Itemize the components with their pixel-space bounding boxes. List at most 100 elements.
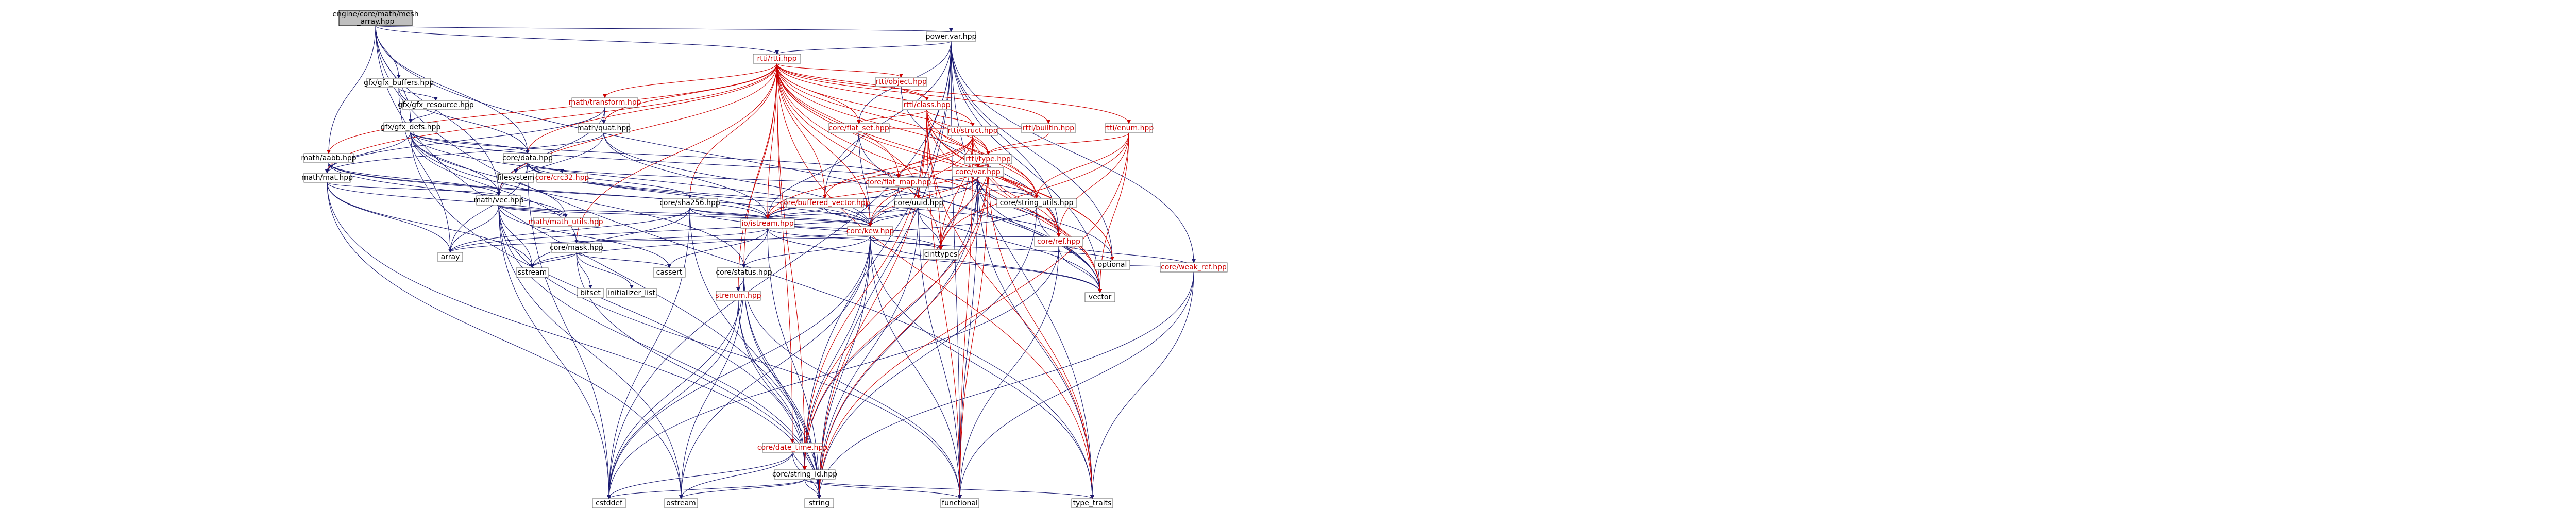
node-rtti-label: rtti/rtti.hpp xyxy=(757,55,796,63)
edge-coreuuid-to-corekew xyxy=(868,207,919,227)
edge-ioistream-to-string xyxy=(767,228,821,499)
node-mathvec: math/vec.hpp xyxy=(474,195,524,206)
node-typetraits-box xyxy=(1071,498,1113,508)
node-rttitype[interactable]: rtti/type.hpp xyxy=(964,154,1012,164)
edge-coresha256-to-sstream xyxy=(530,207,690,268)
edge-rtti-to-coreioutils xyxy=(776,63,1039,199)
edge-gfxbuffers-to-gfxresource xyxy=(398,87,438,101)
edge-mathmat-to-mathutils xyxy=(327,182,568,218)
node-rttistruct-label: rtti/struct.hpp xyxy=(947,127,997,135)
node-root-box xyxy=(338,10,413,26)
edge-rttistruct-to-coreioutils xyxy=(972,135,1039,199)
node-rttienum-box xyxy=(1105,123,1153,133)
node-coreflatset[interactable]: core/flat_set.hpp xyxy=(828,123,890,133)
node-coresha256-box xyxy=(662,198,718,208)
edge-coresha256-to-cinttypes xyxy=(689,207,943,250)
node-rttibuiltin[interactable]: rtti/builtin.hpp xyxy=(1021,123,1076,133)
node-root-label: engine/core/math/mesh xyxy=(332,10,418,19)
node-strenum[interactable]: strenum.hpp xyxy=(715,291,761,301)
node-corebuffered[interactable]: core/buffered_vector.hpp xyxy=(779,198,870,208)
node-gfxdefs: gfx/gfx_defs.hpp xyxy=(381,122,440,132)
edge-rtticlass-to-typetraits xyxy=(926,109,1094,499)
edge-rtti-to-stringid xyxy=(776,63,807,470)
edge-rttitype-to-cinttypes xyxy=(939,163,989,250)
edge-coredata-to-filesystem xyxy=(514,162,528,174)
edge-datetime-to-cstddef xyxy=(607,452,793,499)
node-corecrc32[interactable]: core/crc32.hpp xyxy=(535,173,589,183)
node-rttienum[interactable]: rtti/enum.hpp xyxy=(1104,123,1154,133)
edge-powervar-to-vector xyxy=(951,41,1102,293)
edge-corekew-to-coremask xyxy=(574,235,871,244)
edge-rtticlass-to-coreflatset xyxy=(857,109,927,124)
node-ioistream[interactable]: io/istream.hpp xyxy=(740,218,795,229)
node-corestatus: core/status.hpp xyxy=(716,267,772,278)
edge-rtti-to-rttienum xyxy=(776,63,1131,124)
node-mathutils[interactable]: math/math_utils.hpp xyxy=(528,217,603,227)
node-mathquat: math/quat.hpp xyxy=(577,123,631,133)
node-rtti[interactable]: rtti/rtti.hpp xyxy=(753,54,801,64)
node-mathtransform[interactable]: math/transform.hpp xyxy=(568,97,641,108)
node-array-box xyxy=(437,252,463,262)
node-rttiobject[interactable]: rtti/object.hpp xyxy=(875,77,927,87)
edge-gfxdefs-to-mathmat xyxy=(325,131,411,174)
node-coreweakref-box xyxy=(1160,262,1228,273)
edge-mathvec-to-corekew xyxy=(498,205,872,227)
edge-mathvec-to-array xyxy=(448,205,499,253)
node-corecrc32-label: core/crc32.hpp xyxy=(535,174,589,182)
edge-rttitype-to-string xyxy=(817,163,989,499)
node-mathaabb: math/aabb.hpp xyxy=(301,153,357,163)
node-root-label: _array.hpp xyxy=(357,18,395,26)
node-coreweakref[interactable]: core/weak_ref.hpp xyxy=(1160,262,1228,273)
node-rttistruct[interactable]: rtti/struct.hpp xyxy=(947,126,998,136)
edge-corestatus-to-functional xyxy=(743,277,962,499)
node-mathtransform-box xyxy=(571,97,638,108)
node-array: array xyxy=(437,252,463,262)
edge-gfxdefs-to-coredata xyxy=(410,131,530,154)
node-coreflatmap-label: core/flat_map.hpp xyxy=(866,178,931,186)
node-optional-box xyxy=(1094,260,1130,270)
edge-rtti-to-rttitype xyxy=(776,63,990,155)
edge-ioistream-to-vector xyxy=(767,228,1102,293)
edge-corekew-to-ostream xyxy=(679,235,871,499)
edge-ioistream-to-array xyxy=(448,228,768,253)
edge-coreuuid-to-string xyxy=(817,207,919,499)
node-datetime-box xyxy=(762,443,823,453)
node-coreioutils: core/string_utils.hpp xyxy=(996,198,1077,208)
edge-root-to-gfxbuffers xyxy=(375,25,401,79)
node-ostream-label: ostream xyxy=(666,499,696,507)
node-corekew[interactable]: core/kew.hpp xyxy=(846,226,894,236)
edge-rtti-to-corebuffered xyxy=(776,63,827,199)
node-corebuffered-box xyxy=(786,198,864,208)
node-ioistream-label: io/istream.hpp xyxy=(741,219,793,228)
node-optional-label: optional xyxy=(1098,261,1127,269)
edge-mathaabb-to-corekew xyxy=(328,162,872,227)
edge-corekew-to-optional xyxy=(870,235,1114,261)
edge-coreref-to-vector xyxy=(1058,246,1102,293)
node-coremask-label: core/mask.hpp xyxy=(550,244,603,252)
node-coreuuid-box xyxy=(894,198,943,208)
node-cassert: cassert xyxy=(653,267,686,278)
edge-rtticlass-to-rttistruct xyxy=(926,109,975,127)
edge-ioistream-to-corestatus xyxy=(742,228,768,268)
node-mathutils-box xyxy=(533,217,599,227)
node-coreref[interactable]: core/ref.hpp xyxy=(1034,236,1083,247)
node-rtticlass-label: rtti/class.hpp xyxy=(903,101,950,109)
edge-corekew-to-vector xyxy=(870,235,1102,293)
node-ostream-box xyxy=(664,498,698,508)
edge-rtti-to-mathmat xyxy=(325,63,777,174)
node-string: string xyxy=(804,498,834,508)
node-coreflatmap[interactable]: core/flat_map.hpp xyxy=(866,177,931,188)
edge-rtti-to-vector xyxy=(776,63,1102,293)
edge-stringid-to-typetraits xyxy=(804,479,1094,499)
node-ostream: ostream xyxy=(664,498,698,508)
edge-ioistream-to-cassert xyxy=(667,228,768,268)
node-datetime[interactable]: core/date_time.hpp xyxy=(757,443,827,453)
node-corevar[interactable]: core/var.hpp xyxy=(952,167,1004,177)
node-gfxresource: gfx/gfx_resource.hpp xyxy=(398,100,474,110)
edge-rtti-to-mathquat xyxy=(602,63,777,124)
node-rtticlass[interactable]: rtti/class.hpp xyxy=(902,100,952,110)
node-vector: vector xyxy=(1084,292,1115,302)
node-mathaabb-box xyxy=(303,153,354,163)
node-rttitype-box xyxy=(964,154,1012,164)
